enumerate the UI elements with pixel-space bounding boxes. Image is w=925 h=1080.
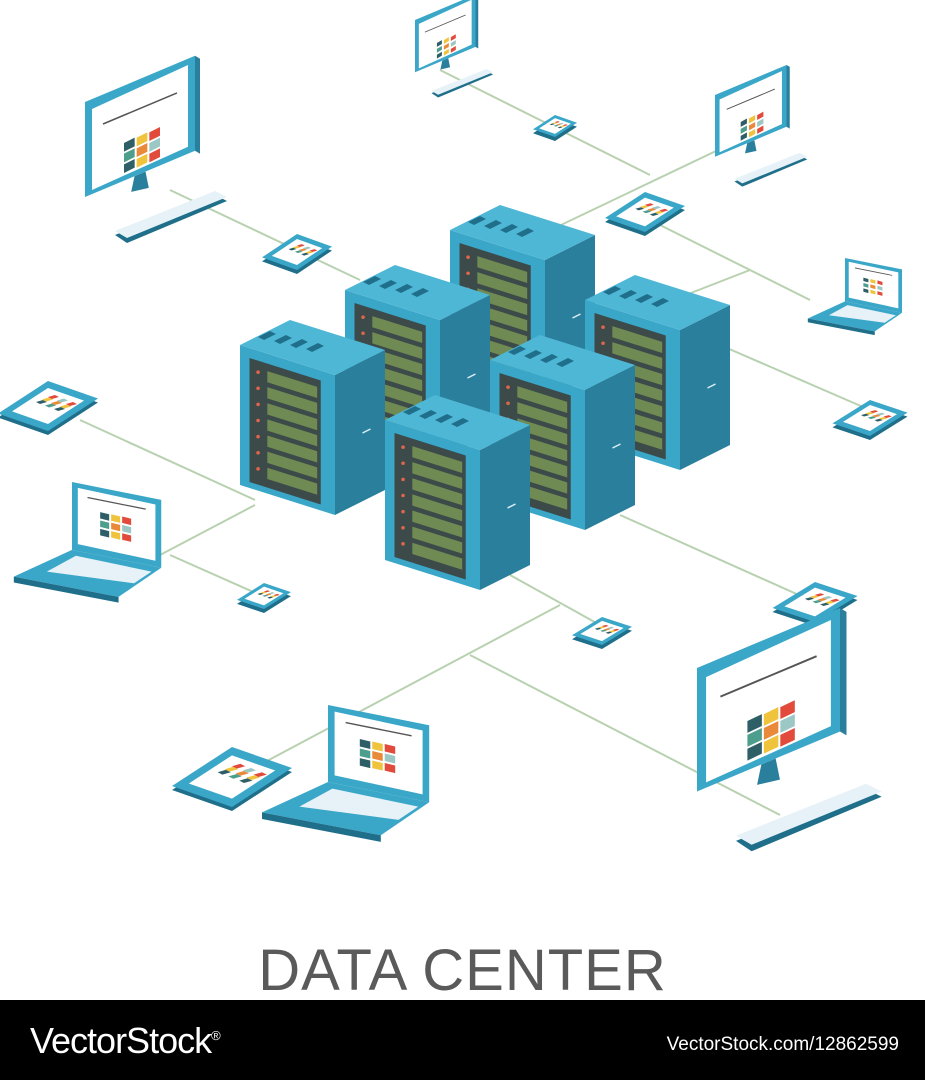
- desktop-monitor-icon: [85, 55, 227, 243]
- devices-front: [13, 482, 882, 852]
- desktop-monitor-icon: [415, 0, 494, 98]
- tablet-icon: [605, 192, 685, 236]
- connection-line: [619, 514, 811, 601]
- title-data-center: DATA CENTER: [258, 938, 667, 1003]
- connection-line: [719, 344, 871, 411]
- connection-line: [469, 654, 781, 816]
- server-rack-icon: [240, 320, 385, 515]
- data-center-illustration: [0, 0, 908, 852]
- stock-id: VectorStock.com/12862599: [666, 1034, 899, 1055]
- connection-line: [659, 224, 811, 301]
- laptop-icon: [807, 258, 903, 336]
- laptop-icon: [262, 705, 430, 842]
- connection-line: [169, 554, 261, 596]
- phone-icon: [533, 115, 577, 141]
- connection-line: [159, 504, 256, 556]
- brand-logo: VectorStock®: [30, 1020, 221, 1061]
- server-rack-icon: [385, 395, 530, 590]
- desktop-monitor-icon: [715, 64, 808, 187]
- connection-line: [509, 574, 601, 626]
- desktop-monitor-icon: [697, 607, 882, 852]
- watermark-footer: VectorStock® VectorStock.com/12862599: [0, 1000, 925, 1080]
- connection-line: [249, 604, 561, 771]
- tablet-icon: [0, 381, 98, 435]
- tablet-icon: [172, 747, 292, 811]
- tablet-icon: [772, 582, 858, 626]
- connection-line: [79, 419, 256, 501]
- devices-back: [0, 0, 908, 440]
- laptop-icon: [13, 482, 162, 603]
- tablet-icon: [262, 234, 332, 274]
- phone-icon: [237, 583, 291, 613]
- phone-icon: [572, 617, 632, 649]
- server-cluster: [240, 205, 730, 590]
- phone-icon: [832, 400, 908, 440]
